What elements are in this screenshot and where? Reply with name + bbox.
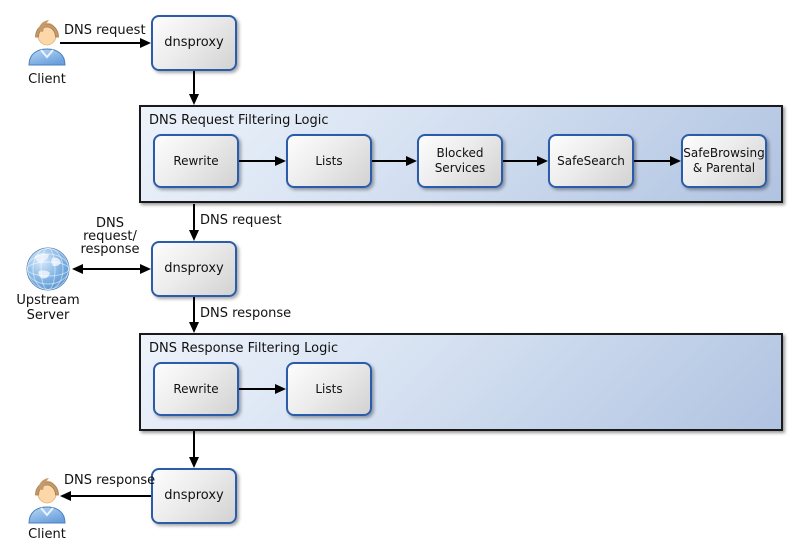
dnsproxy-node-2: dnsproxy <box>151 241 237 297</box>
filter-box-label: SafeBrowsing & Parental <box>683 146 765 175</box>
arrow-response-filter-to-dnsproxy <box>189 431 199 468</box>
client-icon <box>28 20 66 66</box>
response-filtering-container: DNS Response Filtering Logic <box>139 333 783 431</box>
dns-request-response-label: DNS request/ response <box>80 216 140 257</box>
dns-request-label-top: DNS request <box>64 23 146 38</box>
arrow-safesearch-to-safebrowsing <box>634 156 681 166</box>
filter-box-blocked-services: Blocked Services <box>417 134 503 188</box>
arrow-request-filter-to-dnsproxy <box>189 204 199 241</box>
filter-box-safebrowsing-parental: SafeBrowsing & Parental <box>681 134 767 188</box>
dns-response-label-mid: DNS response <box>200 306 292 321</box>
client-label: Client <box>28 527 66 542</box>
filter-box-label: SafeSearch <box>557 153 625 168</box>
arrow-dnsproxy-to-response-filter <box>189 297 199 333</box>
filter-box-label: Rewrite <box>173 153 219 168</box>
dnsproxy-label: dnsproxy <box>164 487 224 503</box>
dnsproxy-label: dnsproxy <box>164 260 224 276</box>
arrow-upstream-dnsproxy-bidirectional <box>72 264 151 274</box>
arrow-rewrite-to-lists <box>239 156 286 166</box>
arrow-dnsproxy-to-request-filter <box>189 71 199 105</box>
filter-box-label: Rewrite <box>173 381 219 396</box>
dns-request-label-mid: DNS request <box>200 213 282 228</box>
container-title: DNS Request Filtering Logic <box>149 113 329 128</box>
upstream-server-label: Upstream Server <box>16 293 80 323</box>
arrow-lists-to-blocked-services <box>372 156 417 166</box>
dnsproxy-label: dnsproxy <box>164 34 224 50</box>
arrow-blocked-services-to-safesearch <box>503 156 548 166</box>
dnsproxy-node-1: dnsproxy <box>151 15 237 71</box>
filter-box-label: Lists <box>315 153 343 168</box>
globe-icon <box>26 247 70 291</box>
arrow-rewrite-to-lists-response <box>239 384 286 394</box>
arrow-client-to-dnsproxy <box>60 38 151 48</box>
filter-box-lists-response: Lists <box>286 362 372 416</box>
filter-box-rewrite: Rewrite <box>153 134 239 188</box>
dns-response-label-bottom: DNS response <box>64 473 156 488</box>
filter-box-rewrite-response: Rewrite <box>153 362 239 416</box>
container-title: DNS Response Filtering Logic <box>149 341 339 356</box>
arrow-dnsproxy-to-client <box>60 491 151 501</box>
filter-box-lists: Lists <box>286 134 372 188</box>
filter-box-safesearch: SafeSearch <box>548 134 634 188</box>
client-label: Client <box>28 72 66 87</box>
filter-box-label: Blocked Services <box>434 146 486 175</box>
dnsproxy-node-3: dnsproxy <box>151 468 237 524</box>
filter-box-label: Lists <box>315 381 343 396</box>
client-icon <box>28 478 66 524</box>
